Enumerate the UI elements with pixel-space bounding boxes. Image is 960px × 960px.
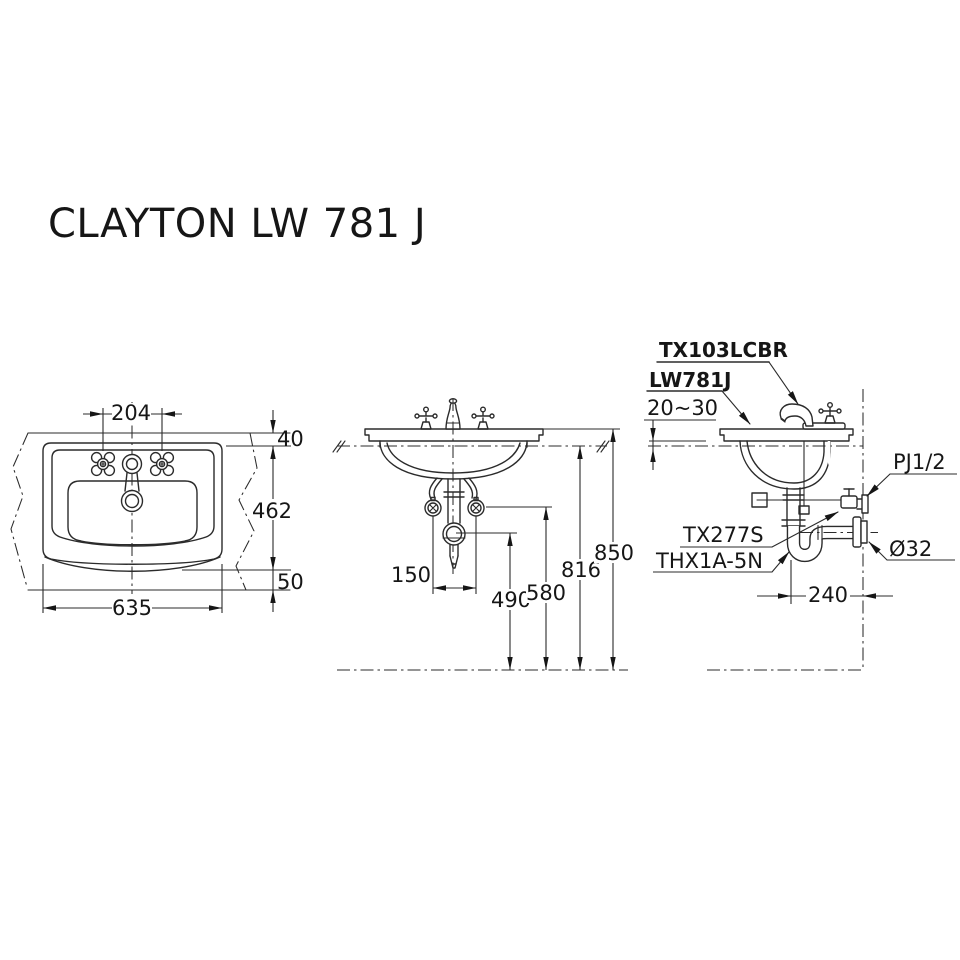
dim-depth: 462 bbox=[252, 499, 292, 523]
side-view: TX103LCBR LW781J 20~30 PJ1/2 TX277S THX1… bbox=[644, 338, 957, 671]
plan-dim-635: 635 bbox=[42, 564, 223, 620]
side-popup-linkage bbox=[751, 440, 847, 515]
front-left-handle-icon bbox=[414, 406, 438, 430]
front-dim-heights: 490 580 816 850 bbox=[456, 428, 634, 670]
dim-back-offset: 40 bbox=[277, 427, 304, 451]
side-labels: TX103LCBR LW781J 20~30 PJ1/2 TX277S THX1… bbox=[644, 338, 957, 573]
front-drain bbox=[442, 478, 466, 569]
front-supplies bbox=[424, 477, 485, 517]
label-stop-valve-model: TX277S bbox=[682, 523, 764, 547]
label-faucet-model: TX103LCBR bbox=[659, 338, 788, 362]
front-view: 150 490 580 816 850 bbox=[332, 398, 634, 671]
front-wall-break-right bbox=[596, 440, 610, 453]
front-wall-break-left bbox=[332, 440, 346, 453]
front-dim-150: 150 bbox=[391, 516, 477, 594]
side-counter-slab bbox=[719, 428, 854, 442]
dim-valve-height: 580 bbox=[526, 581, 566, 605]
side-supply bbox=[827, 440, 869, 514]
label-basin-model: LW781J bbox=[649, 368, 731, 392]
plan-faucet bbox=[90, 451, 175, 513]
side-dim-240: 240 bbox=[757, 560, 893, 607]
dim-valve-spacing: 150 bbox=[391, 563, 431, 587]
side-drain-trap bbox=[781, 487, 878, 563]
label-supply-joint: PJ1/2 bbox=[893, 450, 946, 474]
dim-counter-thickness: 20~30 bbox=[647, 396, 718, 420]
dim-drain-height: 490 bbox=[491, 588, 531, 612]
dim-faucet-spacing: 204 bbox=[111, 401, 151, 425]
page-title: CLAYTON LW 781 J bbox=[48, 201, 426, 247]
front-right-handle-icon bbox=[471, 406, 495, 430]
plan-dim-204: 204 bbox=[83, 401, 182, 451]
dim-front-overhang: 50 bbox=[277, 570, 304, 594]
label-trap-model: THX1A-5N bbox=[655, 549, 763, 573]
dim-counter-height: 850 bbox=[594, 541, 634, 565]
front-faucet bbox=[414, 398, 495, 430]
dim-width: 635 bbox=[112, 596, 152, 620]
plan-dim-right-stack: 40 462 50 bbox=[182, 410, 304, 612]
label-waste-diameter: Ø32 bbox=[889, 537, 932, 561]
plan-left-handle-icon bbox=[90, 451, 116, 477]
side-spout-icon bbox=[779, 403, 814, 427]
side-bowl bbox=[739, 440, 831, 490]
front-right-valve-icon bbox=[467, 496, 485, 517]
plan-view: 204 40 462 50 635 bbox=[10, 401, 304, 620]
plan-right-handle-icon bbox=[149, 451, 175, 477]
front-counter-slab bbox=[364, 428, 544, 442]
dim-drain-to-wall: 240 bbox=[808, 583, 848, 607]
front-left-valve-icon bbox=[424, 496, 442, 517]
side-faucet bbox=[779, 402, 846, 430]
